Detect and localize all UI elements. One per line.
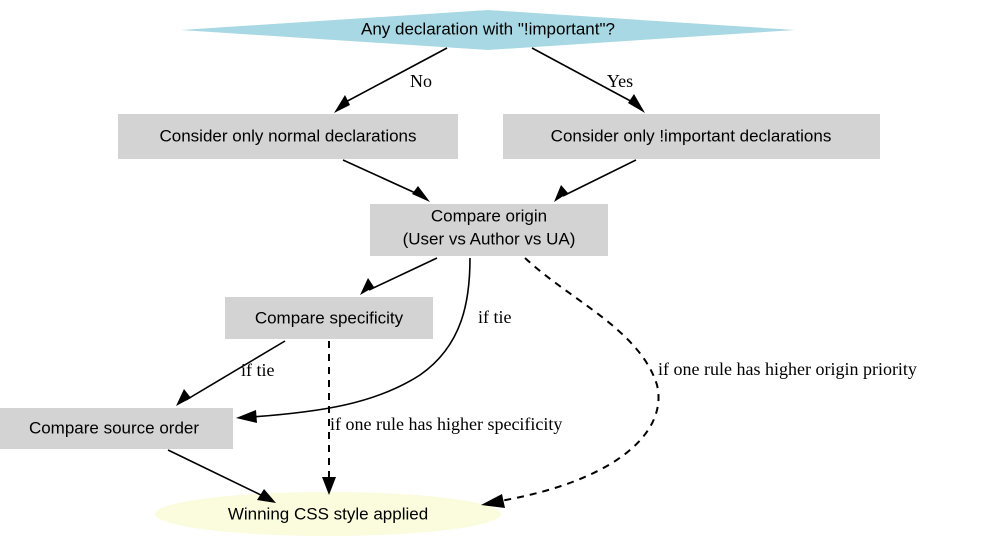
edge-no-arrowhead [334,95,350,113]
edge-origin-to-specificity [360,257,438,295]
compare-specificity-label: Compare specificity [255,308,404,327]
edge-normal-to-origin [342,159,430,202]
node-decision-important[interactable]: Any declaration with "!important"? [181,10,795,50]
compare-origin-label-line1: Compare origin [431,206,547,225]
edge-label-no: No [410,71,432,91]
edge-specificity-winning-arrowhead [322,477,336,495]
edge-source-order-to-winning [167,449,276,503]
edge-specificity-to-source-order: if tie [176,340,286,406]
edge-specificity-to-winning: if one rule has higher specificity [322,341,562,495]
edge-label-higher-specificity: if one rule has higher specificity [330,414,562,434]
edge-label-if-tie-origin: if tie [478,307,512,327]
compare-origin-label-line2: (User vs Author vs UA) [403,229,576,248]
edge-origin-to-source-order: if tie [236,257,512,423]
edge-specificity-source-order-arrowhead [176,389,191,406]
node-compare-specificity[interactable]: Compare specificity [225,297,433,339]
important-declarations-label: Consider only !important declarations [551,126,832,145]
rect-shape [225,297,433,339]
edge-label-if-tie-specificity: if tie [241,360,275,380]
node-winning-style[interactable]: Winning CSS style applied [155,492,501,536]
node-compare-origin[interactable]: Compare origin (User vs Author vs UA) [370,204,608,256]
edge-specificity-source-order-line [185,340,286,401]
normal-declarations-label: Consider only normal declarations [159,126,416,145]
rect-shape [503,114,880,159]
edge-source-order-winning-arrowhead [257,489,276,503]
node-compare-source-order[interactable]: Compare source order [0,408,233,449]
edge-important-origin-arrowhead [554,185,568,202]
rect-shape [118,114,458,159]
edge-no-line [339,47,448,106]
decision-important-label: Any declaration with "!important"? [361,19,615,38]
node-normal-declarations[interactable]: Consider only normal declarations [118,114,458,159]
edge-important-origin-line [562,159,637,197]
edge-no: No [334,47,448,113]
edge-source-order-winning-line [167,449,266,498]
edge-normal-origin-arrowhead [412,186,430,202]
edge-origin-winning-curve [499,257,660,502]
node-important-declarations[interactable]: Consider only !important declarations [503,114,880,159]
rect-shape [370,204,608,256]
edge-origin-specificity-line [368,257,438,291]
edge-normal-origin-line [342,159,423,197]
edge-yes: Yes [531,47,645,113]
edge-origin-to-winning: if one rule has higher origin priority [481,257,917,508]
edge-yes-line [531,47,639,106]
edge-label-higher-origin-priority: if one rule has higher origin priority [658,359,917,379]
edge-origin-specificity-arrowhead [360,278,374,295]
compare-source-order-label: Compare source order [29,418,199,437]
edge-origin-source-order-curve [251,257,471,418]
edge-origin-winning-arrowhead [481,494,505,508]
diamond-shape [181,10,795,50]
ellipse-shape [155,492,501,536]
winning-style-label: Winning CSS style applied [228,504,428,523]
edge-label-yes: Yes [607,71,633,91]
edge-important-to-origin [554,159,637,202]
rect-shape [0,408,233,449]
edge-origin-source-order-arrowhead [236,410,257,423]
edge-yes-arrowhead [628,94,645,113]
